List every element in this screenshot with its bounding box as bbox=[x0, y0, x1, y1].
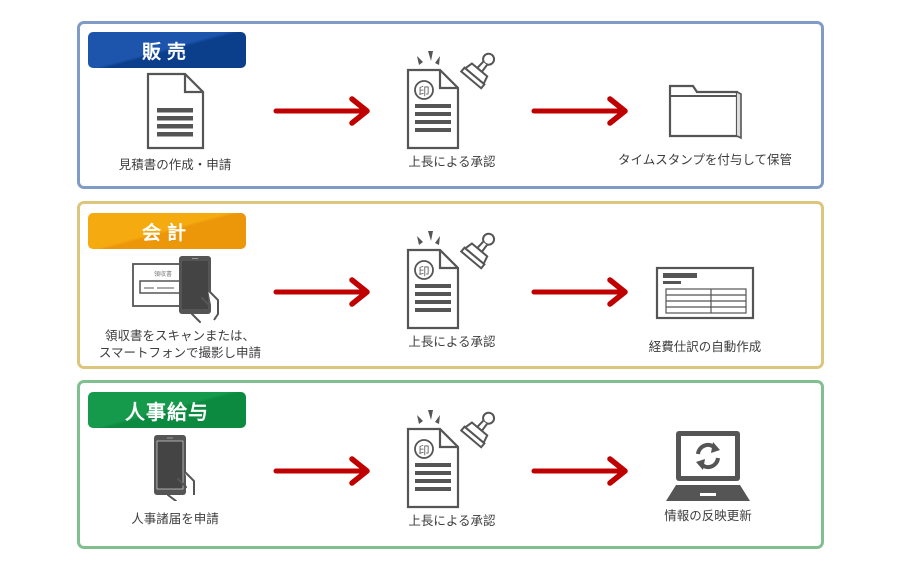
section-title-badge: 会計 bbox=[88, 213, 246, 249]
stamp-approval-icon: 印 bbox=[406, 228, 502, 330]
stamp-approval-icon: 印 bbox=[406, 48, 502, 150]
step-label: 見積書の作成・申請 bbox=[118, 157, 232, 172]
stamp-char: 印 bbox=[419, 85, 430, 98]
step-supervisor-approval: 印 上長による承認 bbox=[392, 48, 512, 170]
section-title-badge: 人事給与 bbox=[88, 392, 246, 428]
step-hr-application: 人事諸届を申請 bbox=[130, 433, 220, 527]
step-label: 上長による承認 bbox=[408, 334, 496, 349]
section-accounting: 会計 領収書 領収書をスキャンまたは、 スマートフォンで撮影し申請 印 上長によ… bbox=[77, 201, 824, 369]
stamp-approval-icon: 印 bbox=[406, 407, 502, 509]
stamp-char: 印 bbox=[419, 444, 430, 457]
step-label: 上長による承認 bbox=[408, 154, 496, 169]
step-label-line: スマートフォンで撮影し申請 bbox=[98, 345, 262, 360]
step-label: 上長による承認 bbox=[408, 513, 496, 528]
step-auto-journal: 経費仕訳の自動作成 bbox=[635, 266, 775, 355]
arrow-right-icon bbox=[530, 277, 632, 307]
step-create-estimate: 見積書の作成・申請 bbox=[118, 72, 232, 173]
arrow-right-icon bbox=[530, 456, 632, 486]
step-label: 人事諸届を申請 bbox=[131, 511, 219, 526]
step-info-update: 情報の反映更新 bbox=[648, 427, 768, 524]
step-label: タイムスタンプを付与して保管 bbox=[617, 152, 792, 167]
smartphone-hand-icon bbox=[154, 435, 195, 501]
receipt-smartphone-icon: 領収書 bbox=[132, 256, 219, 323]
arrow-right-icon bbox=[272, 277, 374, 307]
step-label: 情報の反映更新 bbox=[664, 508, 752, 523]
arrow-right-icon bbox=[272, 456, 374, 486]
step-label: 領収書をスキャンまたは、 スマートフォンで撮影し申請 bbox=[99, 327, 261, 361]
section-title-badge: 販売 bbox=[88, 32, 246, 68]
ledger-table-icon bbox=[655, 266, 755, 320]
step-supervisor-approval: 印 上長による承認 bbox=[392, 228, 512, 350]
refresh-icon bbox=[696, 442, 720, 470]
step-receipt-scan: 領収書 領収書をスキャンまたは、 スマートフォンで撮影し申請 bbox=[90, 254, 270, 361]
folder-icon bbox=[668, 84, 742, 140]
step-timestamp-storage: タイムスタンプを付与して保管 bbox=[610, 82, 800, 168]
stamp-char: 印 bbox=[419, 265, 430, 278]
step-label-line: 領収書をスキャンまたは、 bbox=[104, 328, 255, 343]
step-supervisor-approval: 印 上長による承認 bbox=[392, 407, 512, 529]
laptop-refresh-icon bbox=[666, 431, 750, 501]
section-sales: 販売 見積書の作成・申請 印 上長による承認 タイムスタンプを付与して保管 bbox=[77, 21, 824, 189]
document-icon bbox=[146, 72, 205, 150]
arrow-right-icon bbox=[272, 96, 374, 126]
section-hr-payroll: 人事給与 人事諸届を申請 印 上長による承認 bbox=[77, 380, 824, 549]
receipt-title: 領収書 bbox=[154, 270, 172, 278]
step-label: 経費仕訳の自動作成 bbox=[648, 339, 762, 354]
